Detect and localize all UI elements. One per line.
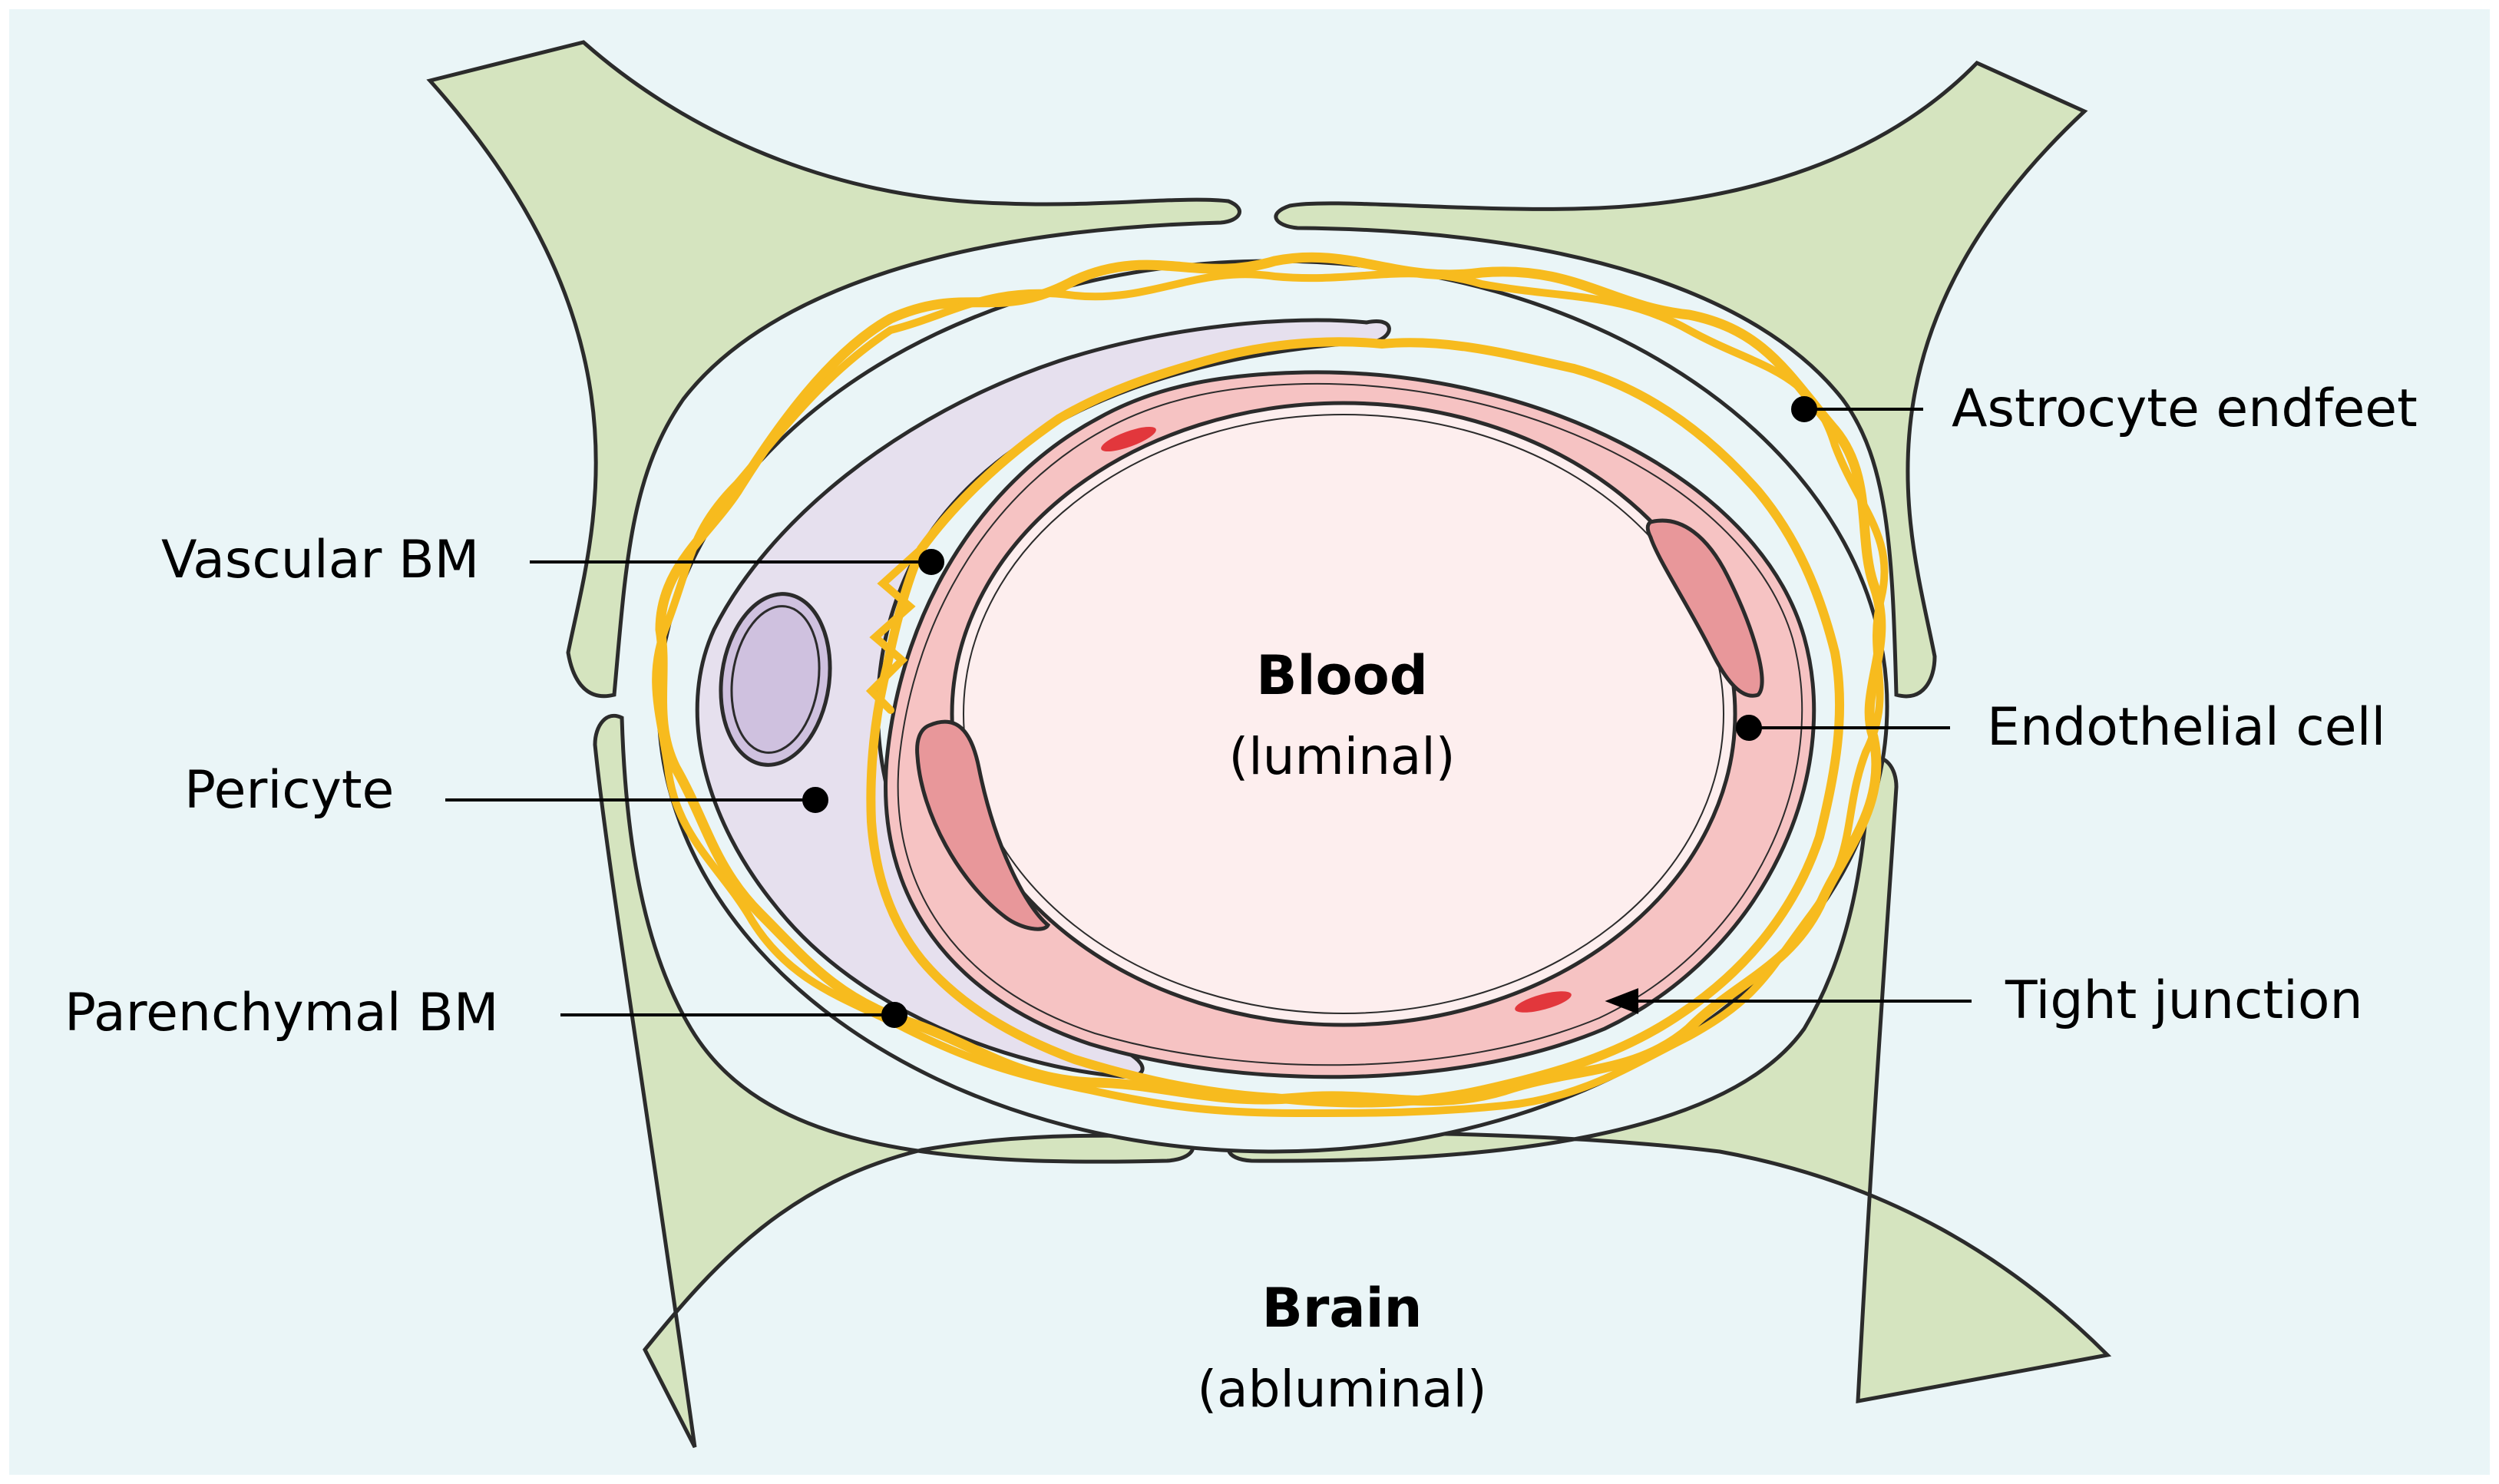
parenchymal-bm-strand-b xyxy=(652,269,1889,1118)
leader-lines xyxy=(445,396,1972,1028)
astrocyte-endfoot-bottom-right xyxy=(1226,756,2112,1404)
pointer-parenchymal-bm xyxy=(881,1002,907,1028)
endothelial-nucleus-left xyxy=(915,719,1051,931)
endothelial-group xyxy=(884,370,1816,1079)
tight-junction-top xyxy=(1101,426,1156,452)
lumen-inner-edge xyxy=(963,414,1724,1014)
pericyte-nucleus xyxy=(719,592,832,767)
label-tight-junction: Tight junction xyxy=(2005,970,2363,1031)
astrocyte-endfoot-top-left xyxy=(426,40,1241,699)
astrocyte-endfoot-bottom-left xyxy=(593,714,1195,1449)
pointer-astrocyte xyxy=(1791,396,1817,422)
lumen xyxy=(950,401,1737,1027)
pointer-tight-junction xyxy=(1605,988,1638,1014)
endothelial-cell-inner-edge xyxy=(897,382,1803,1066)
label-vascular-bm: Vascular BM xyxy=(161,530,479,590)
astrocyte-endfoot-top-right xyxy=(1274,61,2088,699)
label-endothelial-cell: Endothelial cell xyxy=(1987,697,2385,758)
pointer-vascular-bm xyxy=(918,549,944,575)
vascular-bm-zigzag xyxy=(865,545,925,714)
blood-title: Blood xyxy=(1256,644,1428,707)
pointer-pericyte xyxy=(802,787,828,813)
brain-title: Brain xyxy=(1262,1277,1423,1340)
pointer-endothelial xyxy=(1736,715,1762,741)
label-astrocyte-endfeet: Astrocyte endfeet xyxy=(1952,378,2418,439)
tight-junction-bottom xyxy=(1515,991,1572,1013)
blood-subtitle: (luminal) xyxy=(1229,727,1456,786)
pericyte-nucleus-inner xyxy=(730,605,821,754)
endothelial-nucleus-right xyxy=(1645,518,1764,698)
label-pericyte: Pericyte xyxy=(184,760,394,821)
brain-subtitle: (abluminal) xyxy=(1197,1360,1486,1419)
label-parenchymal-bm: Parenchymal BM xyxy=(64,983,498,1043)
basement-membranes xyxy=(652,252,1889,1118)
astrocyte-endfeet-group xyxy=(426,40,2112,1449)
vascular-bm-strand xyxy=(866,337,1845,1108)
